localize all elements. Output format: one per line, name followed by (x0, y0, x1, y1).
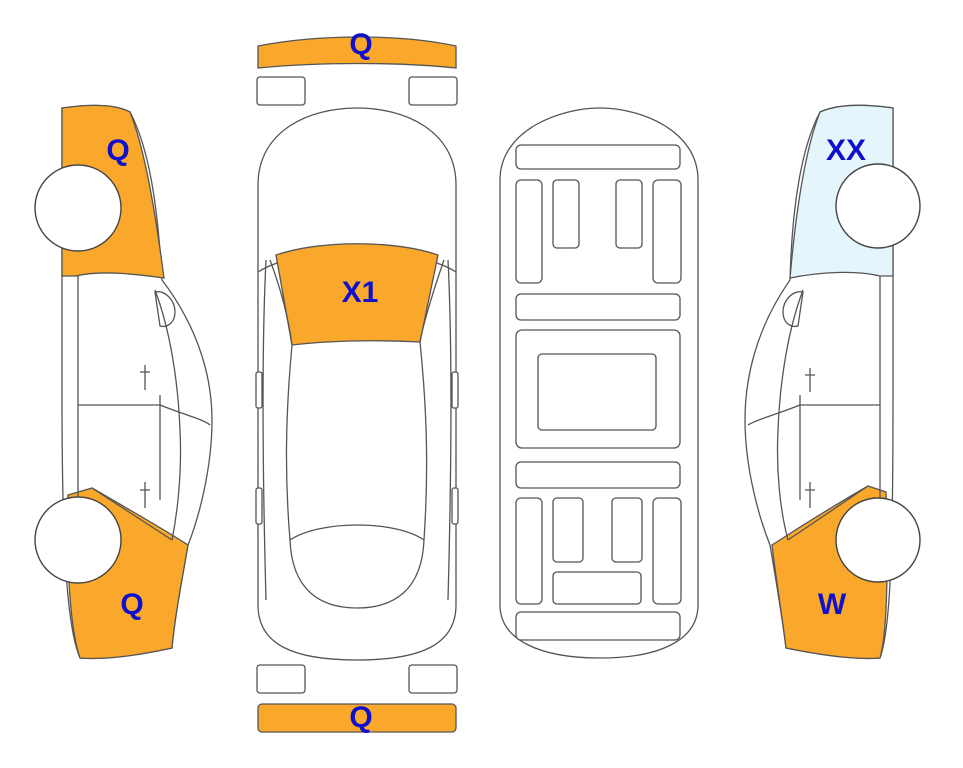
right-side-view: XX W (744, 104, 921, 660)
interior-body-outline (499, 107, 699, 659)
left-body-outline (61, 104, 213, 660)
front-bumper-label: Q (349, 28, 372, 61)
left-front-fender-label: Q (106, 134, 129, 167)
interior-front-right-seat (652, 179, 682, 284)
right-rear-wheel (835, 163, 921, 249)
top-view: Q X1 Q (255, 28, 459, 734)
right-door-lines (747, 276, 881, 541)
left-rear-quarter-label: Q (120, 588, 143, 621)
interior-rear-right-seat (652, 497, 682, 605)
left-rear-wheel (34, 496, 122, 584)
right-rear-quarter-label: XX (826, 134, 866, 167)
right-door-handle-front (805, 368, 815, 392)
interior-view (499, 107, 699, 659)
right-front-wheel (835, 497, 921, 583)
rear-left-light (256, 664, 306, 694)
interior-front-right-cushion (615, 179, 643, 249)
right-mirror (782, 291, 804, 328)
interior-rear-center (552, 571, 642, 605)
interior-front-left-cushion (552, 179, 580, 249)
interior-rear-bar (515, 461, 681, 489)
interior-front-bar (515, 144, 681, 170)
front-left-light (256, 76, 306, 106)
interior-front-left-seat (515, 179, 543, 284)
interior-center-panel (537, 353, 657, 431)
roof-front-zone[interactable] (275, 243, 439, 346)
left-door-handle-rear (140, 482, 150, 508)
front-right-light (408, 76, 458, 106)
left-mirror (154, 291, 176, 328)
interior-trunk-bar (515, 611, 681, 641)
top-left-mirror (255, 371, 263, 409)
top-left-rear-marker (255, 487, 263, 525)
top-cabin-lines (262, 259, 452, 609)
roof-front-label: X1 (342, 276, 379, 309)
right-door-handle-rear (805, 482, 815, 508)
interior-rear-left-seat (515, 497, 543, 605)
interior-rear-right-cushion (611, 497, 643, 563)
left-front-wheel (34, 164, 122, 252)
rear-right-light (408, 664, 458, 694)
top-body-outline (257, 107, 457, 661)
right-body-outline (744, 104, 894, 660)
left-door-lines (77, 276, 211, 541)
interior-rear-left-cushion (552, 497, 584, 563)
top-right-mirror (451, 371, 459, 409)
rear-bumper-zone[interactable] (257, 703, 457, 733)
left-side-view: Q Q (34, 104, 213, 660)
front-bumper-zone[interactable] (257, 36, 457, 69)
left-door-handle-front (140, 365, 150, 390)
right-front-fender-label: W (818, 588, 847, 621)
interior-mid-bar (515, 293, 681, 321)
top-right-rear-marker (451, 487, 459, 525)
rear-bumper-label: Q (349, 701, 372, 734)
